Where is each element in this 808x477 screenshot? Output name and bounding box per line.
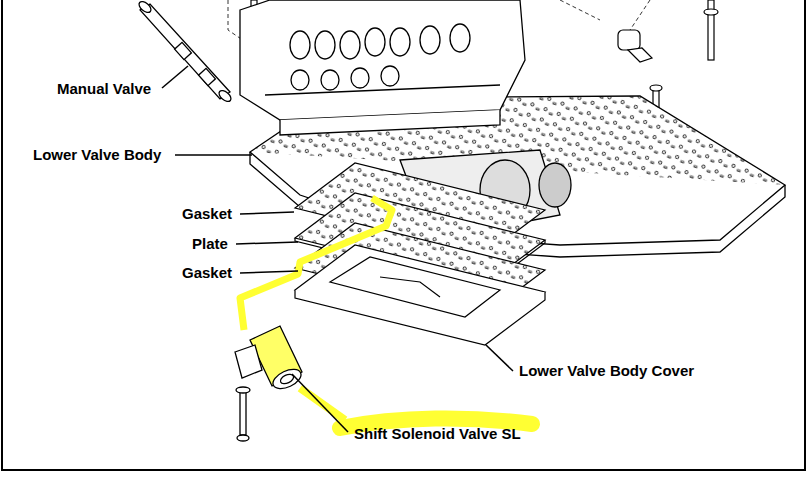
leader-line bbox=[162, 66, 188, 88]
highlight-mark bbox=[300, 388, 345, 420]
frame-border bbox=[2, 0, 805, 470]
label-text: Plate bbox=[192, 235, 228, 252]
part-label: Plate bbox=[192, 235, 228, 253]
label-text: Gasket bbox=[182, 205, 232, 222]
label-text: Gasket bbox=[182, 264, 232, 281]
highlight-mark bbox=[240, 198, 392, 330]
manual-valve bbox=[137, 0, 233, 104]
part-label: Lower Valve Body bbox=[33, 146, 161, 164]
part-label: Lower Valve Body Cover bbox=[519, 362, 694, 380]
label-text: Lower Valve Body bbox=[33, 146, 161, 163]
leader-line bbox=[175, 155, 513, 432]
part-label: Gasket bbox=[182, 264, 232, 282]
part-label: Gasket bbox=[182, 205, 232, 223]
label-text: Lower Valve Body Cover bbox=[519, 362, 694, 379]
part-label: Shift Solenoid Valve SL bbox=[354, 425, 521, 443]
part-label: Manual Valve bbox=[57, 80, 151, 98]
label-text: Shift Solenoid Valve SL bbox=[354, 425, 521, 442]
label-text: Manual Valve bbox=[57, 80, 151, 97]
solenoid-valve bbox=[235, 326, 304, 441]
lower-valve-body-cover bbox=[295, 245, 545, 345]
upper-valve-body bbox=[240, 0, 525, 135]
